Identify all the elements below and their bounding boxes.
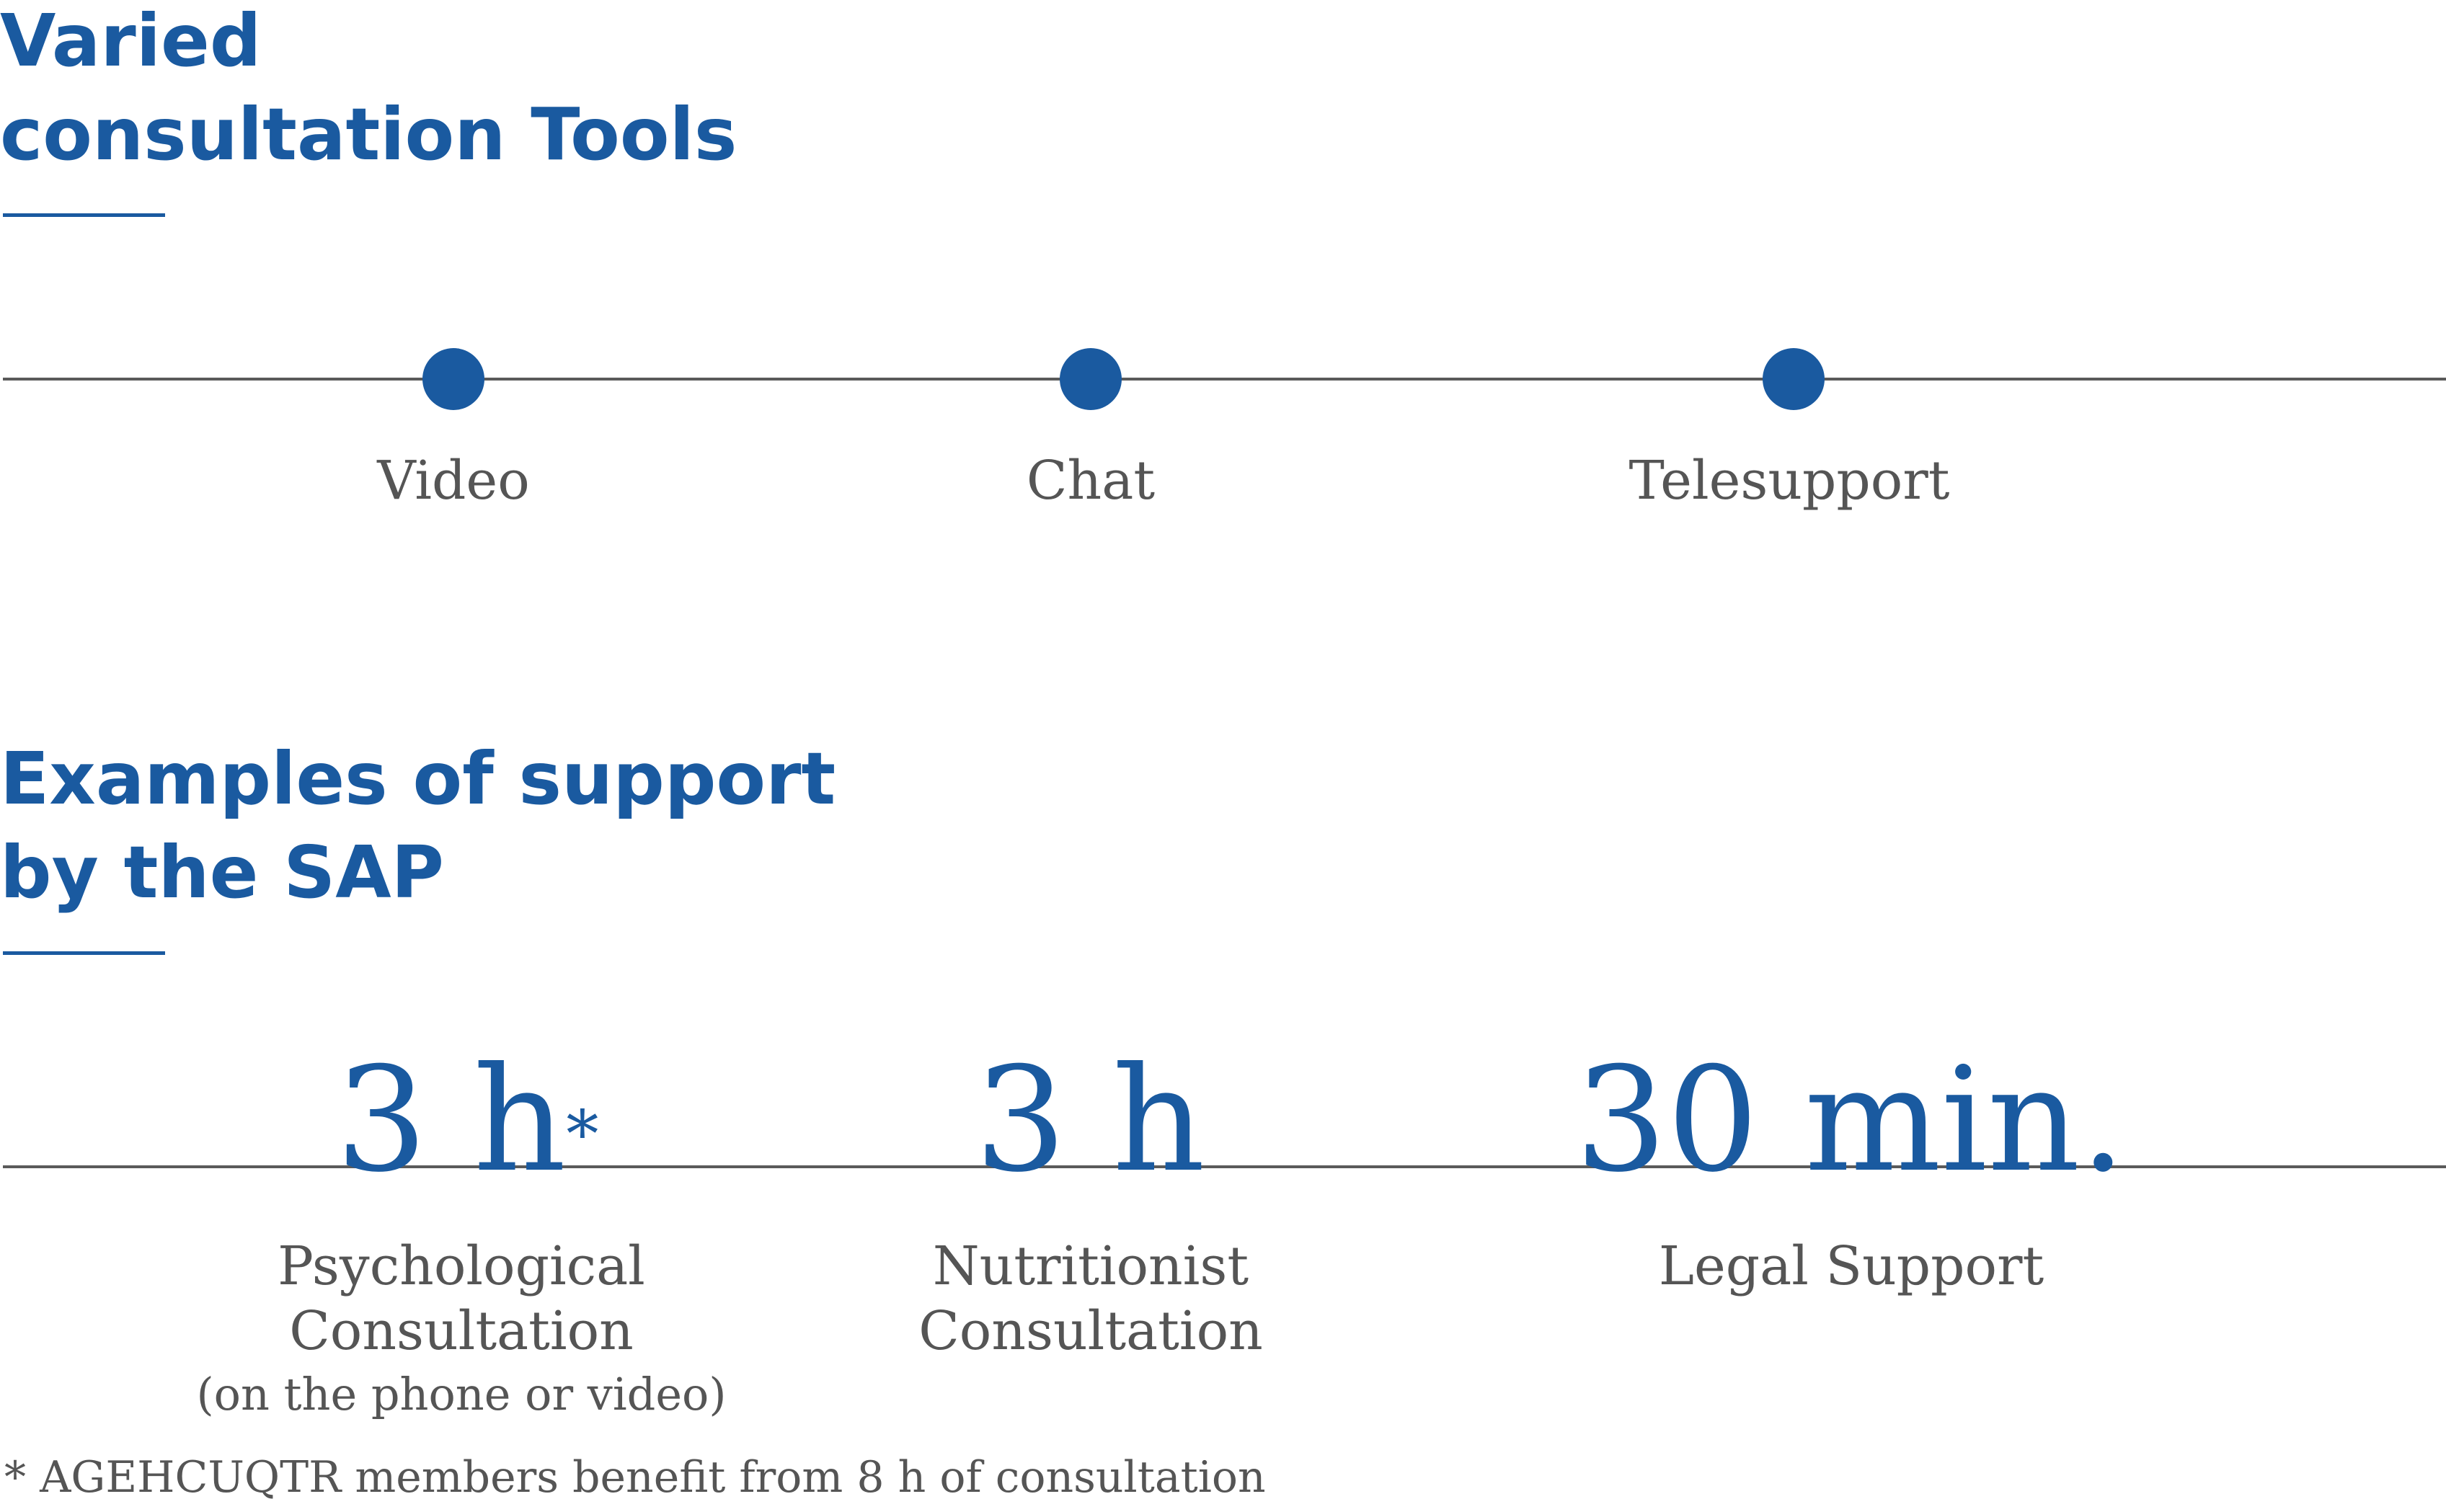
stat-note: (on the phone or video) xyxy=(196,1368,727,1420)
tool-label-video: Video xyxy=(377,450,530,512)
timeline-dot-telesupport xyxy=(1763,348,1825,410)
title-underline xyxy=(3,213,165,217)
stat-number: 3 h xyxy=(975,1036,1205,1204)
stat-label-line: Legal Support xyxy=(1658,1235,2044,1297)
timeline-dot-chat xyxy=(1060,348,1122,410)
section-title-line: Varied xyxy=(0,0,262,83)
stat-label-psychological: Psychological Consultation (on the phone… xyxy=(137,1234,786,1426)
tool-label-telesupport: Telesupport xyxy=(1629,450,1950,512)
section-title-support-examples: Examples of support by the SAP xyxy=(0,732,836,920)
tool-label-chat: Chat xyxy=(1026,450,1156,512)
section-title-line: by the SAP xyxy=(0,830,444,915)
tools-timeline xyxy=(3,378,2446,381)
stat-label-legal: Legal Support xyxy=(1527,1234,2176,1299)
footnote-marker: * xyxy=(566,1097,599,1173)
stat-label-nutritionist: Nutritionist Consultation xyxy=(766,1234,1415,1364)
stat-label-line: Nutritionist xyxy=(932,1235,1249,1297)
stat-number: 30 min. xyxy=(1574,1036,2127,1204)
stat-value-nutritionist: 3 h xyxy=(730,1038,1450,1204)
section-title-line: Examples of support xyxy=(0,737,836,821)
stat-value-psychological: 3 h* xyxy=(107,1038,828,1204)
title-underline xyxy=(3,951,165,955)
support-timeline xyxy=(3,1165,2446,1168)
section-title-line: consultation Tools xyxy=(0,92,737,177)
stat-number: 3 h xyxy=(335,1036,567,1204)
stat-label-line: Consultation xyxy=(918,1300,1263,1362)
stat-label-line: Psychological xyxy=(278,1235,645,1297)
timeline-dot-video xyxy=(422,348,484,410)
section-title-consultation-tools: Varied consultation Tools xyxy=(0,0,737,182)
stat-label-line: Consultation xyxy=(289,1300,634,1362)
stat-value-legal: 30 min. xyxy=(1490,1038,2211,1204)
footnote: * AGEHCUQTR members benefit from 8 h of … xyxy=(4,1452,1266,1503)
